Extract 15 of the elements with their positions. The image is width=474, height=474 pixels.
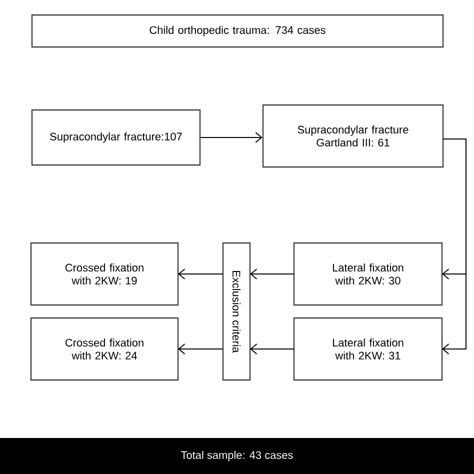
criteria-band: Exclusion criteria — [222, 242, 251, 381]
process-box: Crossed fixation with 2KW: 19 — [30, 242, 179, 306]
arrow — [178, 344, 224, 354]
process-box: Supracondylar fracture Gartland III: 61 — [262, 104, 444, 168]
arrow — [250, 344, 294, 354]
process-box: Supracondylar fracture:107 — [31, 109, 201, 166]
process-box: Child orthopedic trauma: 734 cases — [31, 14, 444, 48]
process-box: Lateral fixation with 2KW: 30 — [293, 242, 443, 306]
arrow — [442, 138, 466, 354]
arrow — [200, 132, 262, 143]
process-box: Lateral fixation with 2KW: 31 — [293, 317, 443, 381]
arrow — [178, 268, 224, 280]
arrow — [250, 268, 294, 280]
summary-banner: Total sample: 43 cases — [0, 438, 474, 474]
process-box: Crossed fixation with 2KW: 24 — [30, 317, 179, 381]
